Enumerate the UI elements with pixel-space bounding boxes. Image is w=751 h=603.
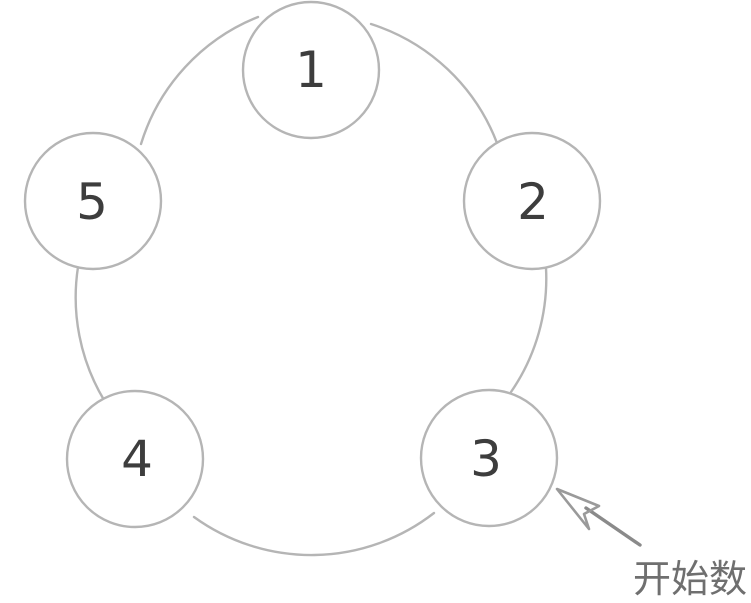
node-5[interactable]: 5 — [23, 131, 163, 271]
link-3-to-4 — [192, 511, 436, 557]
node-2[interactable]: 2 — [462, 131, 602, 271]
link-4-to-5 — [74, 265, 106, 402]
link-group — [74, 15, 548, 557]
start-pointer-label: 开始数 — [633, 557, 747, 601]
link-1-to-2 — [369, 22, 499, 145]
node-1-label: 1 — [295, 41, 327, 99]
pointer-arrow-head-icon — [555, 487, 601, 531]
link-5-to-1 — [139, 15, 260, 146]
node-3-label: 3 — [470, 430, 502, 488]
node-5-label: 5 — [76, 173, 108, 231]
node-2-circle[interactable] — [462, 131, 602, 271]
node-3-circle[interactable] — [419, 388, 559, 528]
node-4[interactable]: 4 — [65, 389, 205, 529]
node-group: 1 2 3 4 5 — [23, 0, 602, 529]
node-1[interactable]: 1 — [241, 0, 381, 140]
node-1-circle[interactable] — [241, 0, 381, 140]
node-2-label: 2 — [517, 173, 549, 231]
node-4-circle[interactable] — [65, 389, 205, 529]
node-3[interactable]: 3 — [419, 388, 559, 528]
node-5-circle[interactable] — [23, 131, 163, 271]
link-2-to-3 — [509, 266, 548, 394]
node-4-label: 4 — [121, 430, 153, 488]
pointer-arrow-shaft — [584, 506, 642, 547]
start-pointer-annotation: 开始数 — [555, 487, 747, 601]
